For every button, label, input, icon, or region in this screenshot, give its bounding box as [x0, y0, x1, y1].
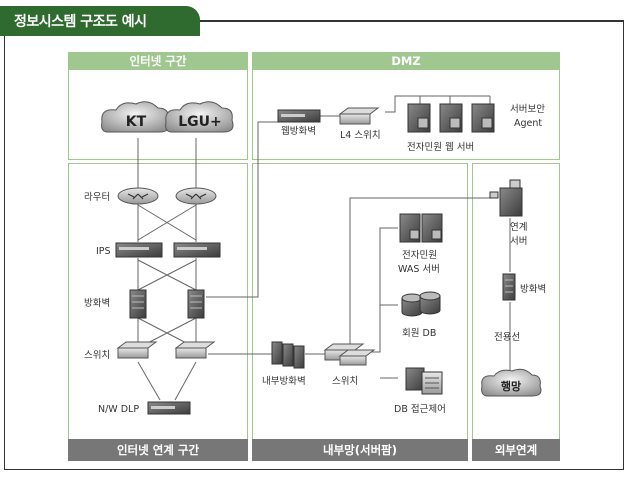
- was-server-label-2: WAS 서버: [398, 264, 440, 275]
- internal-firewall-icon: [271, 341, 305, 369]
- router-icon: [117, 187, 159, 205]
- ips-label: IPS: [96, 246, 111, 257]
- zone-internet-header: 인터넷 구간: [68, 52, 248, 70]
- switch-icon: [116, 341, 216, 359]
- zone-dmz: [252, 52, 560, 160]
- db-access-label: DB 접근제어: [394, 403, 446, 415]
- web-server-icon: [407, 103, 495, 133]
- ext-firewall-label: 방화벽: [520, 284, 546, 295]
- title-rule: [200, 20, 624, 22]
- firewall-label: 방화벽: [84, 298, 110, 309]
- nwdlp-label: N/W DLP: [98, 404, 139, 415]
- cloud-lgu-label: LGU+: [178, 114, 222, 130]
- database-icon: [401, 291, 441, 317]
- dlp-icon: [147, 401, 191, 415]
- was-server-icon: [399, 213, 443, 243]
- router-icon: [175, 187, 217, 205]
- page-title: 정보시스템 구조도 예시: [0, 6, 200, 36]
- router-label: 라우터: [84, 192, 110, 203]
- link-server-label: 연계: [510, 221, 527, 233]
- link-server-icon: [489, 179, 523, 217]
- web-firewall-label: 웹방화벽: [281, 126, 316, 137]
- zone-dmz-header: DMZ: [252, 52, 560, 70]
- switch-label: 스위치: [84, 349, 110, 361]
- cloud-haengmang: 행망: [481, 368, 542, 397]
- cloud-kt: KT: [101, 101, 170, 133]
- server-agent-label-2: Agent: [514, 118, 542, 129]
- link-server-label-2: 서버: [510, 236, 527, 247]
- cloud-kt-label: KT: [126, 114, 147, 130]
- server-agent-label: 서버보안: [510, 104, 545, 115]
- l4-switch-icon: [338, 107, 380, 125]
- connection-lines: [137, 95, 511, 401]
- firewall-icon: [129, 289, 205, 319]
- zone-internal-footer: 내부망(서버팜): [252, 439, 468, 461]
- l4-switch-label: L4 스위치: [340, 129, 381, 141]
- web-firewall-icon: [277, 109, 321, 123]
- member-db-label: 회원 DB: [402, 328, 436, 339]
- was-server-label: 전자민원: [402, 250, 437, 261]
- zone-external-footer: 외부연계: [472, 439, 560, 461]
- cloud-lgu: LGU+: [165, 101, 234, 133]
- ext-firewall-icon: [502, 273, 516, 301]
- db-access-icon: [405, 367, 443, 395]
- ips-icon: [115, 242, 221, 258]
- internal-switch-icon: [323, 343, 376, 366]
- zone-internet-link-footer: 인터넷 연계 구간: [68, 439, 248, 461]
- internal-switch-label: 스위치: [332, 375, 358, 387]
- internal-firewall-label: 내부방화벽: [262, 376, 306, 387]
- cloud-haengmang-label: 행망: [501, 379, 521, 393]
- web-server-label: 전자민원 웹 서버: [407, 142, 474, 153]
- dedicated-line-label: 전용선: [494, 332, 520, 343]
